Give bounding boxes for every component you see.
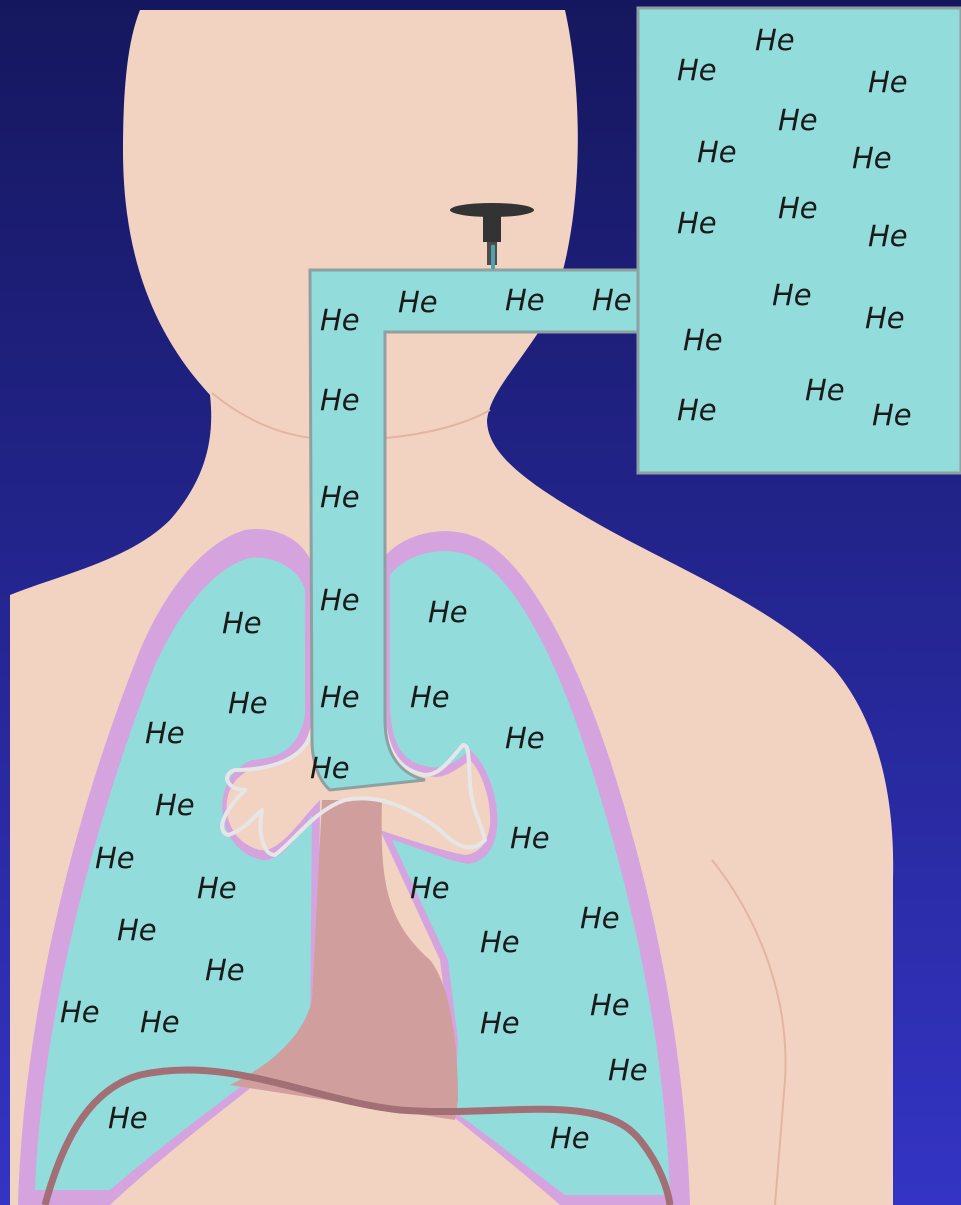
- helium-label-tube: He: [592, 283, 632, 317]
- helium-label-reservoir: He: [872, 398, 912, 432]
- helium-label-left-lung: He: [108, 1101, 148, 1135]
- helium-label-reservoir: He: [852, 141, 892, 175]
- helium-label-reservoir: He: [805, 373, 845, 407]
- helium-label-reservoir: He: [778, 191, 818, 225]
- helium-label-reservoir: He: [683, 323, 723, 357]
- helium-label-reservoir: He: [772, 278, 812, 312]
- helium-label-reservoir: He: [697, 135, 737, 169]
- reservoir-tube-junction: [641, 271, 645, 329]
- helium-label-reservoir: He: [868, 65, 908, 99]
- helium-label-right-lung: He: [480, 925, 520, 959]
- helium-label-reservoir: He: [677, 206, 717, 240]
- helium-label-left-lung: He: [222, 606, 262, 640]
- helium-label-reservoir: He: [677, 53, 717, 87]
- helium-label-right-lung: He: [410, 871, 450, 905]
- helium-label-right-lung: He: [550, 1121, 590, 1155]
- helium-label-left-lung: He: [117, 913, 157, 947]
- helium-label-right-lung: He: [590, 988, 630, 1022]
- helium-label-right-lung: He: [428, 595, 468, 629]
- helium-label-left-lung: He: [140, 1005, 180, 1039]
- helium-label-reservoir: He: [755, 23, 795, 57]
- helium-label-left-lung: He: [145, 716, 185, 750]
- helium-label-tube: He: [505, 283, 545, 317]
- helium-label-right-lung: He: [410, 680, 450, 714]
- helium-label-tube: He: [320, 583, 360, 617]
- helium-label-reservoir: He: [778, 103, 818, 137]
- helium-label-tube: He: [398, 285, 438, 319]
- helium-label-tube: He: [320, 383, 360, 417]
- helium-label-right-lung: He: [580, 901, 620, 935]
- helium-label-reservoir: He: [677, 393, 717, 427]
- helium-label-reservoir: He: [865, 301, 905, 335]
- helium-label-tube: He: [320, 480, 360, 514]
- helium-label-left-lung: He: [95, 841, 135, 875]
- helium-label-right-lung: He: [608, 1053, 648, 1087]
- helium-label-right-lung: He: [480, 1006, 520, 1040]
- helium-label-left-lung: He: [205, 953, 245, 987]
- helium-label-left-lung: He: [155, 788, 195, 822]
- helium-label-tube: He: [320, 303, 360, 337]
- helium-label-reservoir: He: [868, 219, 908, 253]
- helium-label-left-lung: He: [228, 686, 268, 720]
- helium-label-left-lung: He: [197, 871, 237, 905]
- helium-label-left-lung: He: [320, 680, 360, 714]
- helium-label-left-lung: He: [60, 995, 100, 1029]
- helium-label-right-lung: He: [505, 721, 545, 755]
- helium-label-left-lung: He: [310, 751, 350, 785]
- helium-label-right-lung: He: [510, 821, 550, 855]
